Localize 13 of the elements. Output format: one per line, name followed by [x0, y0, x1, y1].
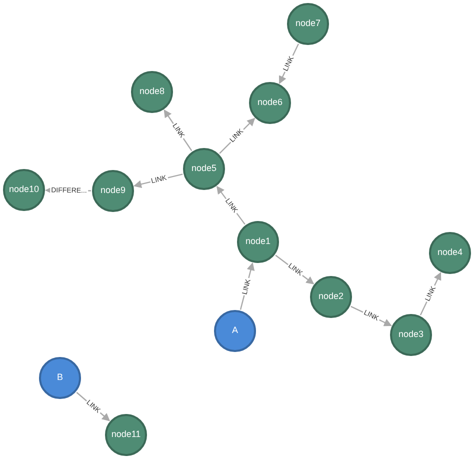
node-label: node2 — [318, 290, 344, 304]
node-label: node9 — [100, 184, 126, 198]
node-label: node8 — [139, 85, 165, 98]
node-label: node1 — [245, 235, 271, 248]
node-label: node10 — [8, 183, 40, 196]
node-label: node4 — [437, 246, 463, 260]
node-label: node3 — [398, 328, 424, 342]
node-label: node6 — [257, 96, 283, 110]
node-label: node7 — [295, 17, 321, 30]
node-label: node5 — [191, 162, 217, 176]
node-label: node11 — [111, 428, 141, 442]
node-label: B — [56, 371, 63, 384]
node-label: A — [232, 324, 238, 338]
